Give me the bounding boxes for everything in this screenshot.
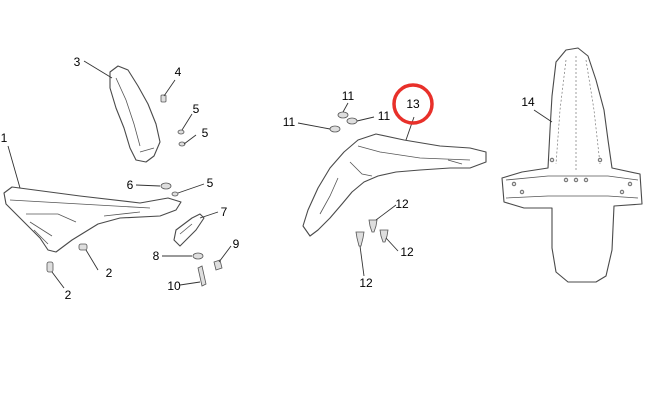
callout-3: 3: [74, 55, 81, 69]
screw-12b: [379, 229, 389, 243]
screw-12a: [368, 219, 378, 233]
grommet-11a: [329, 125, 341, 133]
callout-7: 7: [221, 205, 228, 219]
bolt-2a: [78, 243, 88, 251]
clip-9: [213, 259, 223, 271]
callout-13: 13: [406, 97, 420, 111]
callout-6: 6: [127, 178, 134, 192]
bolt-2b: [46, 261, 54, 273]
callout-12a: 12: [395, 197, 409, 211]
grommet-11c: [346, 117, 358, 125]
callout-12b: 12: [400, 245, 414, 259]
callout-11b: 11: [342, 89, 355, 103]
callout-11c: 11: [378, 109, 391, 123]
nut-5b: [178, 141, 186, 147]
callout-8: 8: [153, 249, 160, 263]
chain-guard-part: [3, 186, 182, 253]
screw-12c: [355, 231, 365, 247]
bolt-4: [160, 94, 167, 103]
callout-labels: 1 3 4 5 5 6 5 7 8 9 10 2 2 11 11 11 13 1…: [1, 55, 535, 302]
callout-2a: 2: [106, 266, 113, 280]
callout-2b: 2: [65, 288, 72, 302]
nut-5a: [177, 129, 185, 135]
mud-flap-part: [501, 47, 643, 283]
washer-8: [192, 252, 204, 260]
callout-5a: 5: [193, 102, 200, 116]
callout-5b: 5: [202, 126, 209, 140]
callout-11a: 11: [283, 115, 296, 129]
callout-12c: 12: [359, 276, 373, 290]
callout-4: 4: [175, 65, 182, 79]
callout-14: 14: [521, 95, 535, 109]
grommet-11b: [337, 111, 349, 119]
callout-10: 10: [167, 279, 181, 293]
rear-hugger-part: [109, 65, 161, 163]
callout-5c: 5: [207, 176, 214, 190]
washer-6: [160, 182, 172, 190]
front-fender-part: [302, 133, 487, 237]
nut-5c: [171, 191, 179, 197]
callout-13-highlight-ring: [392, 83, 434, 125]
bracket-part: [173, 213, 205, 247]
bolt-10: [197, 265, 207, 287]
callout-9: 9: [233, 237, 240, 251]
leader-lines: [7, 60, 553, 289]
callout-1: 1: [1, 131, 8, 145]
